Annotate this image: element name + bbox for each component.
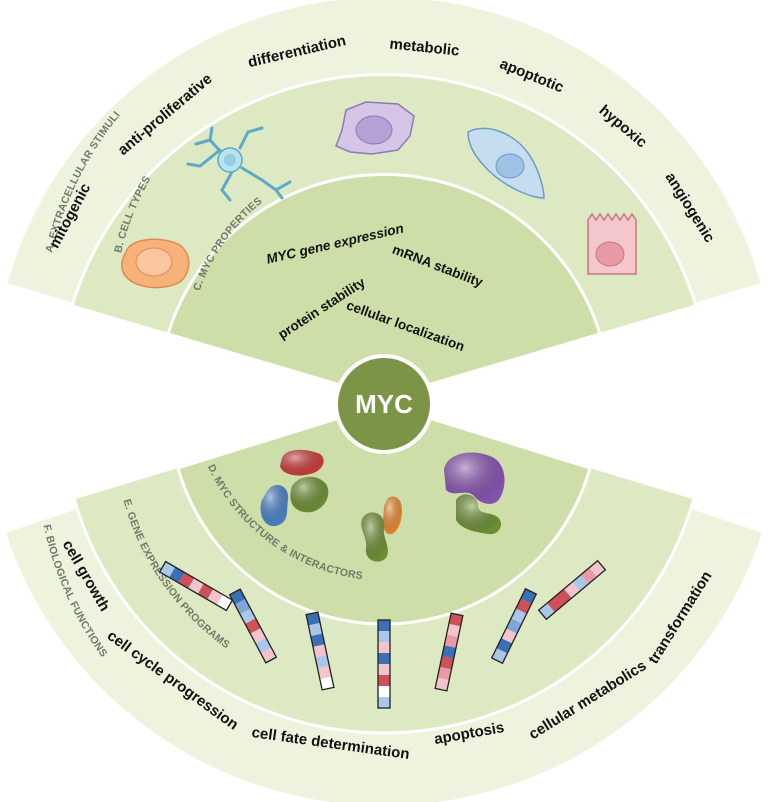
heatmap-strip — [228, 588, 278, 664]
myc-center-label: MYC — [355, 389, 413, 419]
protein-complex-middle-icon — [361, 496, 402, 562]
heatmap-cell — [435, 677, 450, 691]
heatmap-cell — [239, 608, 256, 624]
protein-complex-left-icon — [260, 449, 329, 527]
heatmap-strip — [158, 560, 234, 612]
heatmap-border — [228, 588, 278, 664]
protein-complex-right-icon — [444, 452, 505, 535]
heatmap-cell — [496, 638, 513, 654]
epithelial-cell-icon — [587, 212, 637, 275]
cell-types — [121, 101, 637, 289]
heatmap-strip — [377, 619, 391, 709]
upper-fan — [4, 0, 764, 400]
heatmap-border — [377, 619, 391, 709]
heatmap-cell — [378, 620, 390, 631]
gene-expression-heatmaps — [158, 559, 607, 709]
round-cell-icon — [121, 238, 190, 289]
heatmap-cell — [308, 622, 323, 637]
heatmap-cell — [245, 618, 261, 634]
heatmap-strip — [305, 611, 335, 691]
heatmap-cell — [444, 634, 459, 648]
heatmap-cell — [378, 653, 390, 664]
heatmap-cell — [515, 598, 532, 614]
heatmap-strip — [537, 559, 607, 621]
stellate-cell-icon — [335, 101, 415, 155]
heatmap-cell — [378, 686, 390, 697]
heatmap-cell — [255, 637, 272, 654]
heatmap-cell — [312, 644, 328, 658]
heatmap-cell — [310, 633, 325, 647]
ring-c-myc-properties — [166, 172, 602, 400]
heatmap-cell — [317, 665, 332, 680]
heatmap-cell — [437, 666, 452, 681]
heatmap-cell — [378, 631, 390, 642]
heatmap-cell — [306, 612, 321, 626]
heatmap-cell — [446, 623, 461, 638]
heatmap-cell — [378, 697, 390, 708]
heatmap-cell — [378, 675, 390, 686]
heatmap-cell — [448, 613, 463, 627]
heatmap-strip — [490, 587, 538, 665]
heatmap-cell — [250, 628, 267, 644]
heatmap-cell — [378, 642, 390, 653]
heatmap-cell — [319, 676, 334, 690]
heatmap-border — [434, 612, 464, 692]
heatmap-cell — [511, 608, 527, 624]
myc-center-node — [334, 354, 434, 454]
heatmap-border — [158, 560, 234, 612]
heatmap-cell — [378, 664, 390, 675]
heatmap-border — [305, 611, 335, 691]
heatmap-cell — [441, 645, 457, 659]
heatmap-strip — [434, 612, 464, 692]
heatmap-cell — [315, 655, 330, 669]
heatmap-cell — [506, 618, 522, 634]
heatmap-border — [490, 587, 538, 665]
elongated-cell-icon — [467, 127, 545, 199]
protein-structures — [260, 449, 505, 562]
heatmap-cell — [439, 656, 454, 670]
neuron-body-icon — [217, 147, 243, 173]
heatmap-border — [537, 559, 607, 621]
heatmap-cell — [234, 598, 251, 615]
heatmap-cell — [501, 628, 517, 644]
